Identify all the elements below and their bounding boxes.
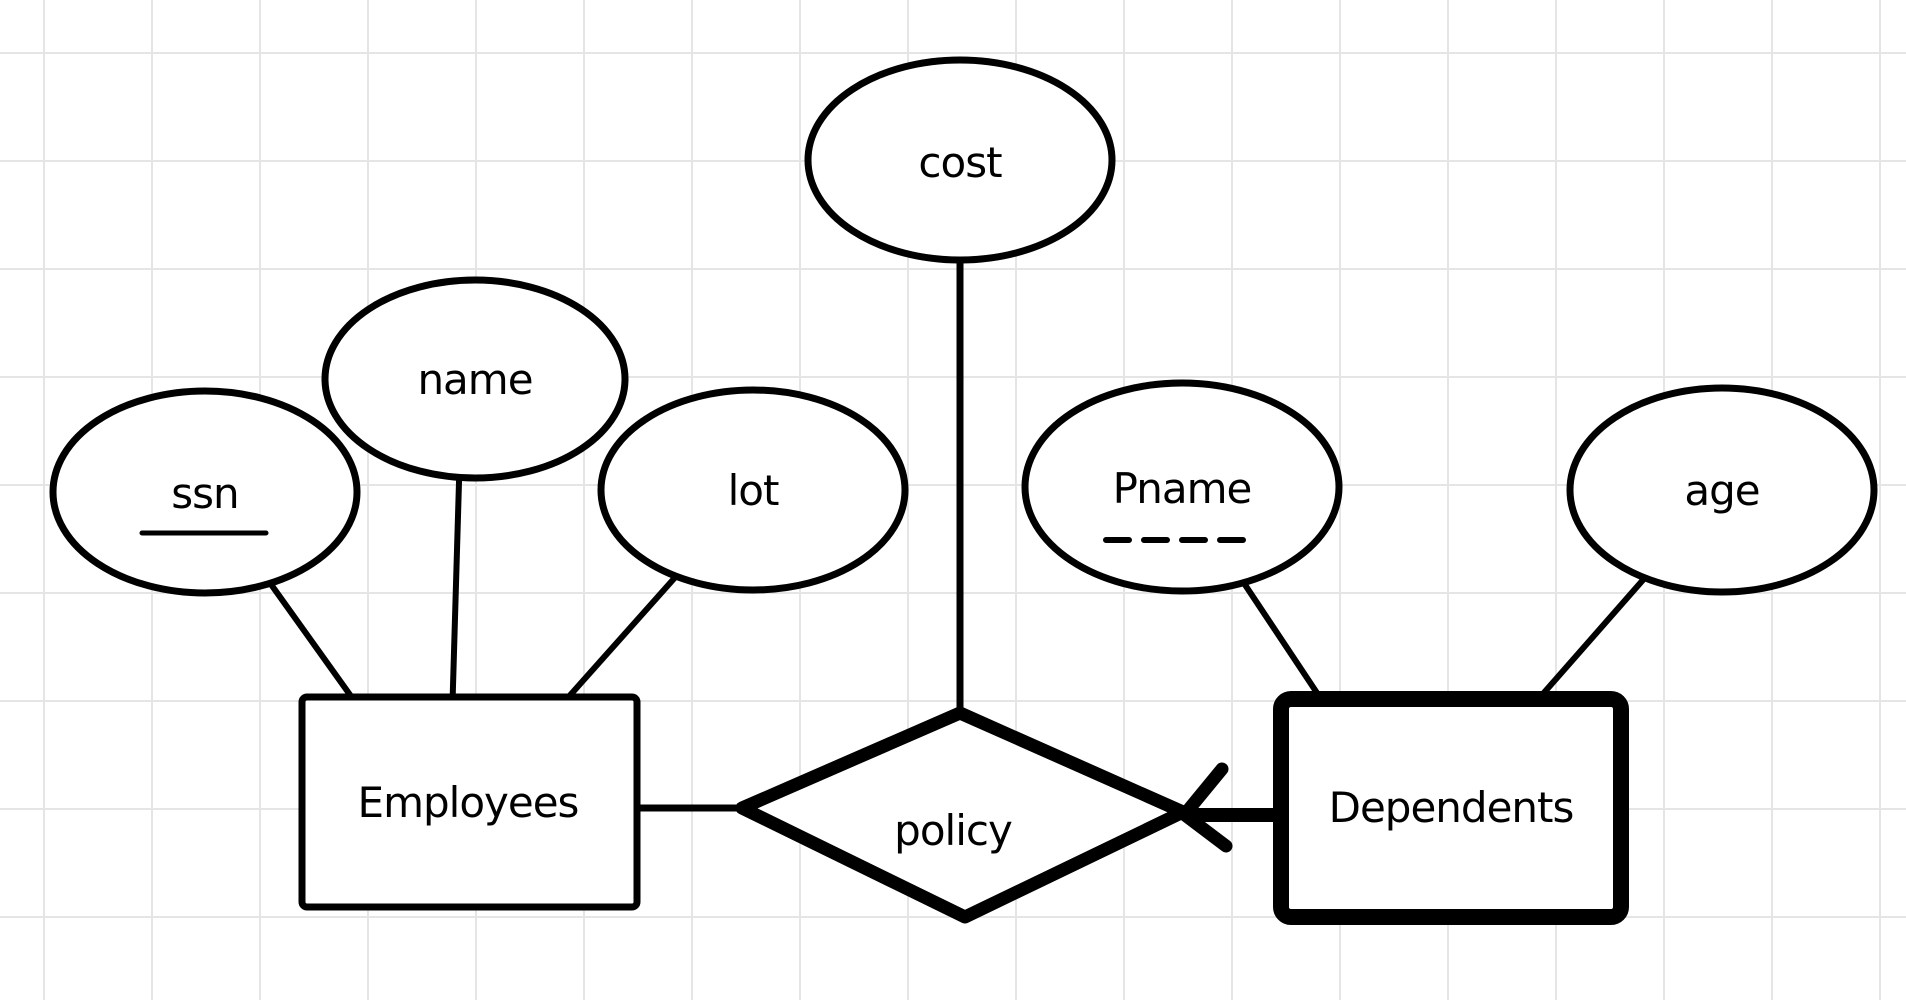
attribute-ellipse-age[interactable] [1566, 384, 1878, 596]
entity-label-dependents[interactable]: Dependents [1329, 783, 1575, 832]
entity-rect-dependents[interactable] [1273, 691, 1629, 925]
attribute-ellipse-lot[interactable] [597, 386, 909, 594]
arrowhead-lower-stroke[interactable] [1178, 808, 1233, 853]
relationship-label-policy[interactable]: policy [894, 806, 1013, 855]
attribute-label-lot[interactable]: lot [728, 466, 780, 515]
attribute-label-age[interactable]: age [1684, 466, 1760, 515]
attribute-ellipse-name[interactable] [321, 276, 629, 482]
attribute-ellipse-ssn[interactable] [49, 387, 361, 597]
entity-rect-employees[interactable] [298, 693, 641, 911]
entity-label-employees[interactable]: Employees [358, 778, 580, 827]
attribute-label-name[interactable]: name [417, 355, 533, 404]
attribute-ellipse-cost[interactable] [804, 56, 1116, 264]
attribute-label-pname[interactable]: Pname [1113, 464, 1253, 513]
attribute-label-cost[interactable]: cost [918, 138, 1003, 187]
attribute-label-ssn[interactable]: ssn [171, 469, 239, 518]
arrowhead-upper-stroke[interactable] [1178, 762, 1229, 821]
